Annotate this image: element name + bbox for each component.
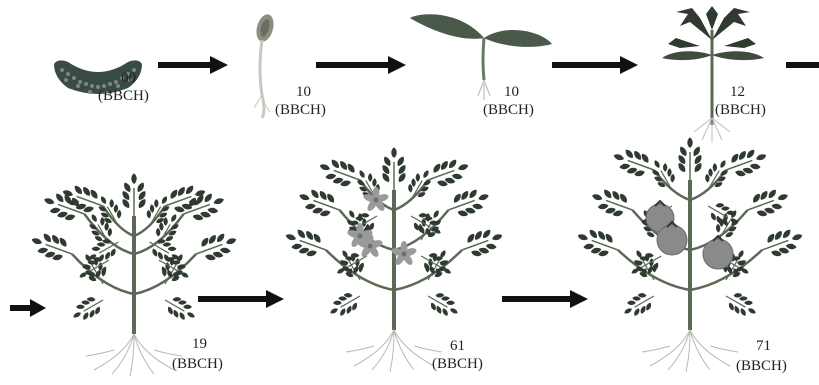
stage-10b-code: 10 (504, 84, 519, 100)
cotyledon-seedling-icon (410, 14, 552, 100)
stage-71-unit: (BBCH) (736, 358, 787, 374)
stage-10b-unit: (BBCH) (483, 102, 534, 118)
stage-61-code: 61 (450, 338, 465, 354)
stage-61-unit: (BBCH) (432, 356, 483, 372)
stage-10a-code: 10 (296, 84, 311, 100)
stage-19-unit: (BBCH) (172, 356, 223, 372)
stage-00-unit: (BBCH) (98, 88, 149, 104)
arrow-4-continued (786, 62, 819, 68)
stage-10a-unit: (BBCH) (275, 102, 326, 118)
germinating-seed-icon (254, 12, 277, 118)
arrow-6 (198, 290, 284, 308)
stage-00-code: 00 (121, 70, 136, 86)
stage-12-code: 12 (730, 84, 745, 100)
stage-12-unit: (BBCH) (715, 102, 766, 118)
stage-71-code: 71 (756, 338, 771, 354)
arrow-7 (502, 290, 588, 308)
arrow-2 (316, 56, 406, 74)
stage-19-code: 19 (192, 336, 207, 352)
fruiting-plant-icon (573, 137, 807, 372)
true-leaves-seedling-icon (662, 6, 764, 142)
arrow-3 (552, 56, 638, 74)
flowering-plant-icon (281, 147, 507, 372)
vegetative-plant-icon (27, 173, 241, 376)
arrow-5 (10, 299, 46, 317)
arrow-1 (158, 56, 228, 74)
